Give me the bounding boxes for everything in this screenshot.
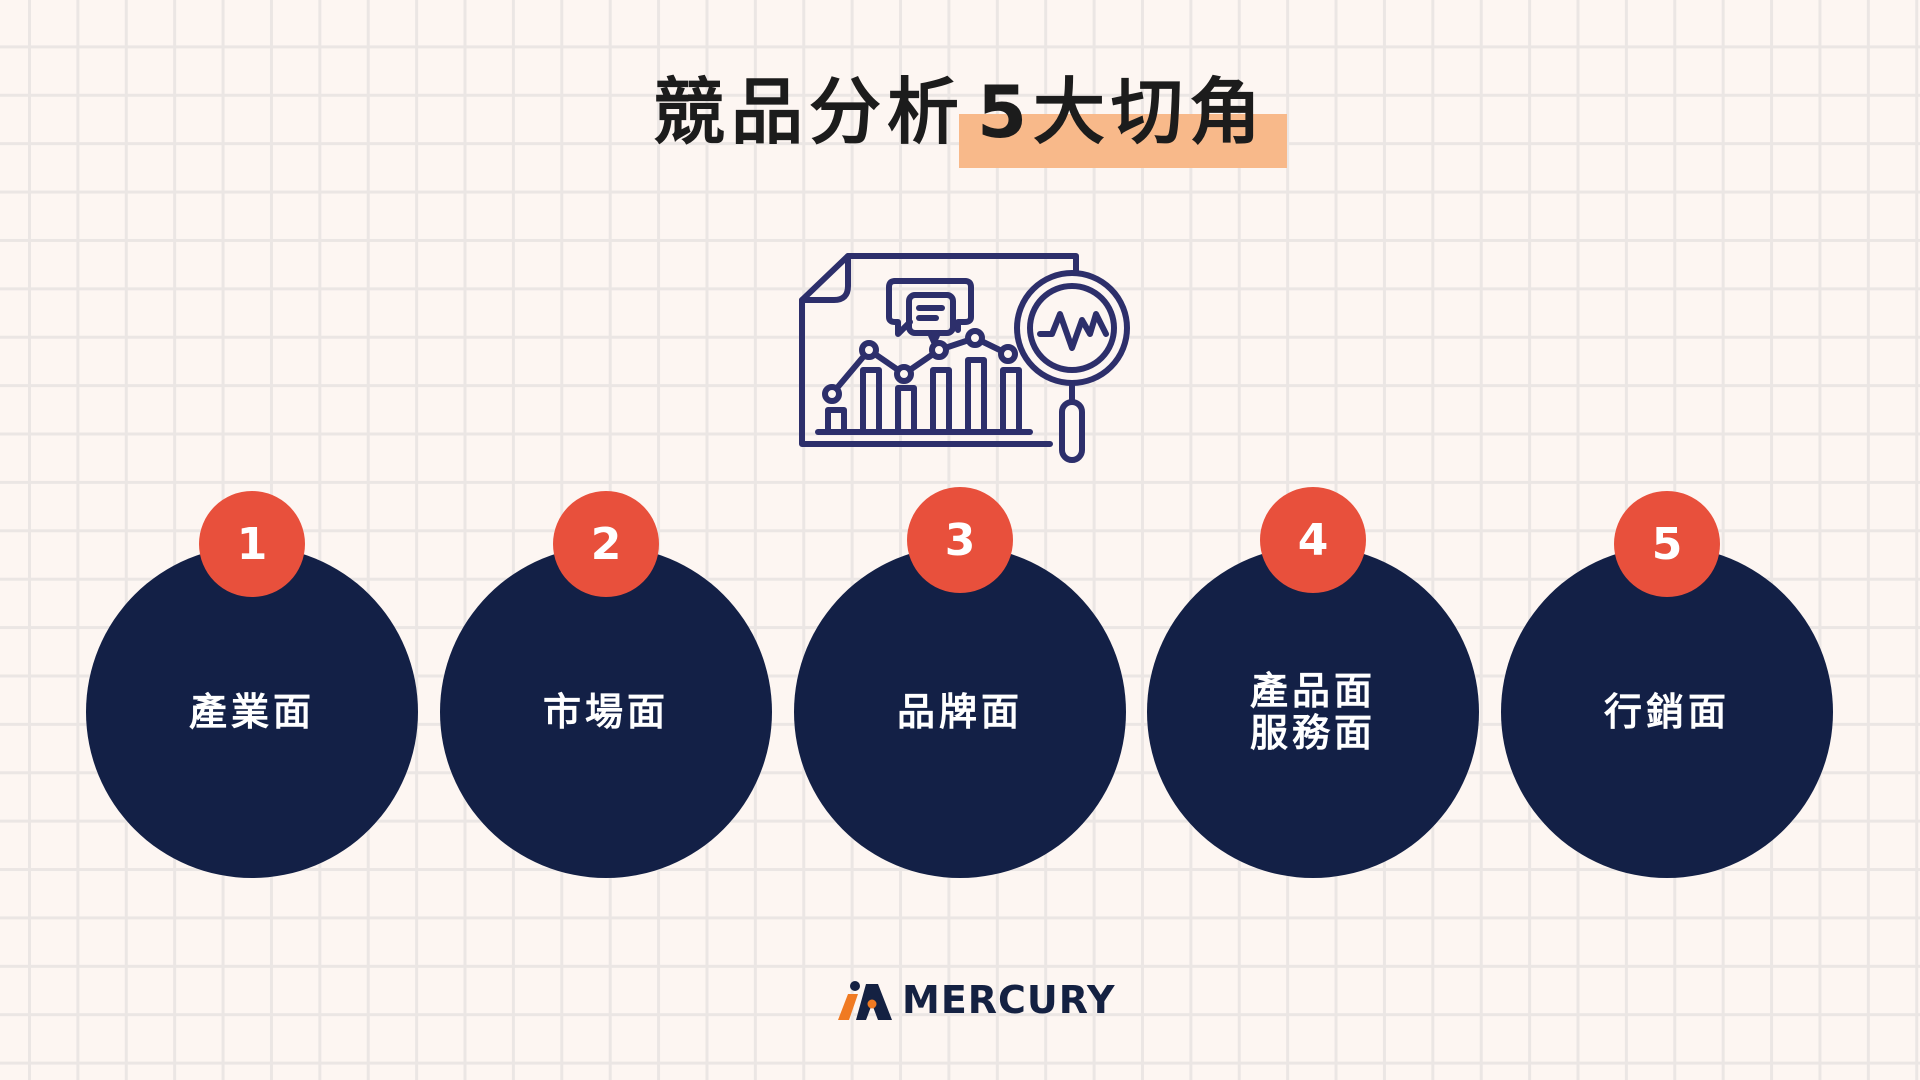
aspect-card-4: 產品面 服務面 4 <box>1143 487 1483 880</box>
aspect-circle: 產品面 服務面 <box>1147 546 1479 878</box>
mercury-logo: MERCURY <box>834 978 1115 1022</box>
aspect-label: 產業面 <box>188 690 315 734</box>
aspect-label: 品牌面 <box>896 690 1023 734</box>
aspect-circle: 市場面 <box>440 546 772 878</box>
mercury-logo-mark-icon <box>838 981 892 1020</box>
number-badge: 2 <box>553 491 659 597</box>
aspect-card-2: 市場面 2 <box>436 488 776 880</box>
title-highlight: 5大切角 <box>958 62 1288 168</box>
aspect-card-5: 行銷面 5 <box>1497 488 1837 880</box>
number-badge: 3 <box>907 487 1013 593</box>
logo-text: MERCURY <box>902 978 1116 1022</box>
number-badge: 5 <box>1614 491 1720 597</box>
aspect-circle: 品牌面 <box>794 546 1126 878</box>
aspect-card-3: 品牌面 3 <box>790 487 1130 880</box>
title-main: 競品分析 <box>652 70 965 154</box>
aspect-label: 行銷面 <box>1603 690 1730 734</box>
number-badge: 1 <box>199 491 305 597</box>
aspect-label: 市場面 <box>542 690 669 734</box>
aspect-circle: 行銷面 <box>1501 546 1833 878</box>
aspect-card-1: 產業面 1 <box>82 488 422 880</box>
aspect-circle: 產業面 <box>86 546 418 878</box>
number-badge: 4 <box>1260 487 1366 593</box>
aspect-label: 產品面 服務面 <box>1249 669 1376 755</box>
report-chart-magnifier-icon <box>790 242 1140 472</box>
